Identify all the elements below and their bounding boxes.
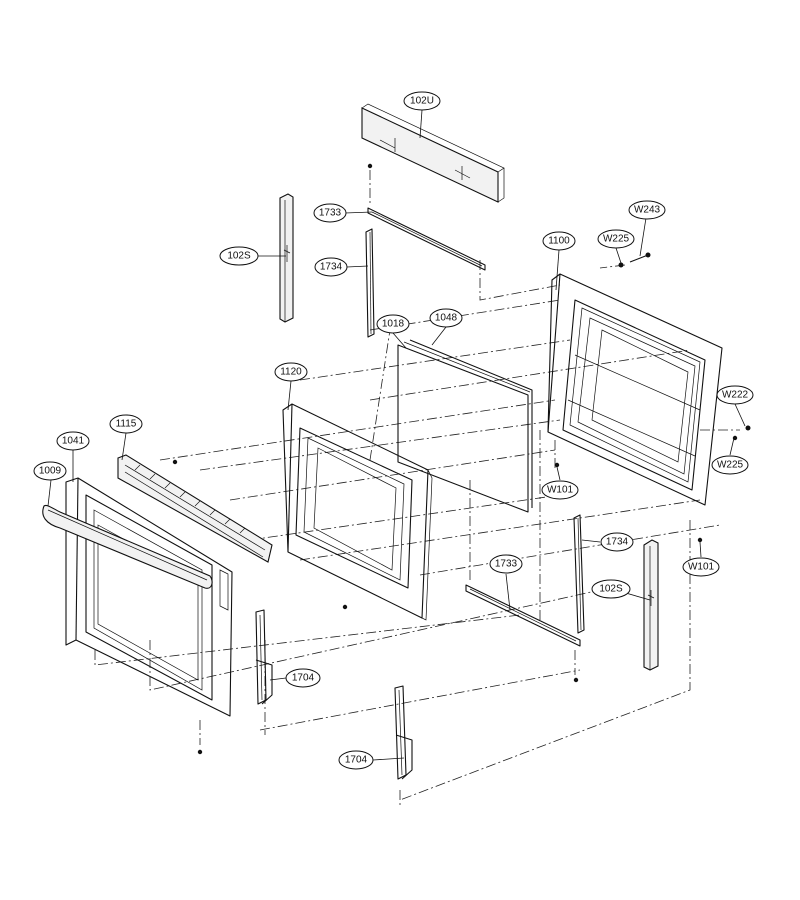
callout-102S-left: 102S [219, 246, 259, 266]
svg-text:1704: 1704 [345, 755, 368, 766]
svg-text:1733: 1733 [495, 559, 518, 570]
bottom-rail-1733 [465, 584, 581, 647]
callout-102U-top: 102U [403, 91, 441, 111]
svg-text:1018: 1018 [382, 319, 405, 330]
svg-text:W101: W101 [547, 485, 574, 496]
callout-W101-mid: W101 [541, 480, 579, 500]
callout-1733-top: 1733 [313, 203, 347, 223]
svg-text:1100: 1100 [548, 236, 570, 247]
svg-text:W101: W101 [688, 562, 715, 573]
svg-text:1734: 1734 [320, 262, 343, 273]
svg-text:102S: 102S [599, 584, 623, 595]
svg-text:1734: 1734 [606, 537, 629, 548]
side-trim-102S-right [643, 539, 659, 671]
svg-text:102S: 102S [227, 251, 251, 262]
callout-W101-right: W101 [682, 557, 720, 577]
screws [172, 163, 751, 755]
callout-1018: 1018 [376, 314, 410, 334]
callout-1704-bottom: 1704 [338, 750, 374, 770]
svg-text:W225: W225 [603, 234, 630, 245]
callout-1734-top: 1734 [314, 257, 348, 277]
side-trim-102S-left [279, 193, 294, 323]
callout-W222: W222 [716, 385, 754, 405]
side-channel-1734-top [365, 228, 375, 338]
svg-text:W222: W222 [722, 390, 749, 401]
svg-text:1009: 1009 [39, 466, 62, 477]
svg-text:1115: 1115 [116, 419, 137, 430]
callout-1100: 1100 [542, 231, 576, 251]
inner-door-frame-1100 [547, 273, 723, 506]
svg-text:W243: W243 [634, 205, 661, 216]
svg-text:W225: W225 [717, 460, 744, 471]
callout-1734-bottom: 1734 [600, 532, 634, 552]
hinge-1704-mid [255, 609, 273, 705]
callout-102S-right: 102S [591, 579, 631, 599]
callout-W225-right: W225 [711, 455, 749, 475]
callout-1120: 1120 [274, 362, 308, 382]
svg-text:1733: 1733 [319, 208, 342, 219]
callout-1041: 1041 [56, 431, 90, 451]
svg-text:1704: 1704 [292, 673, 315, 684]
callout-1704-mid: 1704 [285, 668, 321, 688]
svg-text:1048: 1048 [435, 313, 458, 324]
callout-1115: 1115 [109, 414, 143, 434]
door-handle-1009 [42, 504, 213, 589]
svg-text:102U: 102U [410, 96, 434, 107]
top-rail-1733 [367, 207, 486, 271]
top-trim-102U [361, 103, 505, 203]
hinge-1704-bottom [394, 685, 413, 780]
svg-text:1120: 1120 [280, 367, 302, 378]
callout-1048: 1048 [429, 308, 463, 328]
callout-1733-bottom: 1733 [489, 554, 523, 574]
callout-W225-top: W225 [597, 229, 635, 249]
glass-panels [397, 339, 533, 513]
svg-text:1041: 1041 [62, 436, 85, 447]
top-vent-1115 [117, 454, 273, 563]
callout-W243: W243 [628, 200, 666, 220]
side-channel-1734-bottom [573, 514, 585, 634]
door-liner-1120 [282, 403, 433, 621]
alignment-lines [94, 170, 740, 805]
callout-1009: 1009 [33, 461, 67, 481]
